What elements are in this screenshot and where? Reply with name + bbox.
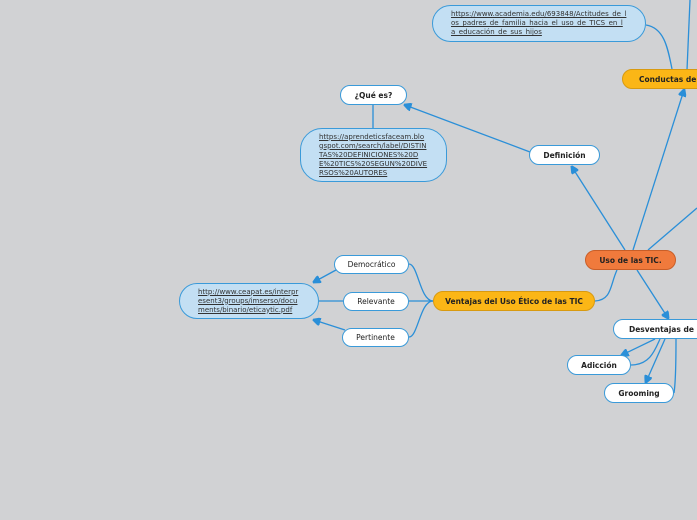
node-democratico[interactable]: Democrático xyxy=(334,255,409,274)
link-ceapat[interactable]: http://www.ceapat.es/interpresent3/group… xyxy=(179,283,319,319)
topic-ventajas[interactable]: Ventajas del Uso Ético de las TIC xyxy=(433,291,595,311)
topic-desventajas[interactable]: Desventajas de la xyxy=(613,319,697,339)
central-topic[interactable]: Uso de las TIC. xyxy=(585,250,676,270)
link-academia[interactable]: https://www.academia.edu/693848/Actitude… xyxy=(432,5,646,42)
node-que-es[interactable]: ¿Qué es? xyxy=(340,85,407,105)
node-pertinente[interactable]: Pertinente xyxy=(342,328,409,347)
node-grooming[interactable]: Grooming xyxy=(604,383,674,403)
link-aprendetics[interactable]: https://aprendeticsfaceam.blogspot.com/s… xyxy=(300,128,447,182)
topic-conductas[interactable]: Conductas de l xyxy=(622,69,697,89)
node-relevante[interactable]: Relevante xyxy=(343,292,409,311)
node-adiccion[interactable]: Adicción xyxy=(567,355,631,375)
node-definicion[interactable]: Definición xyxy=(529,145,600,165)
